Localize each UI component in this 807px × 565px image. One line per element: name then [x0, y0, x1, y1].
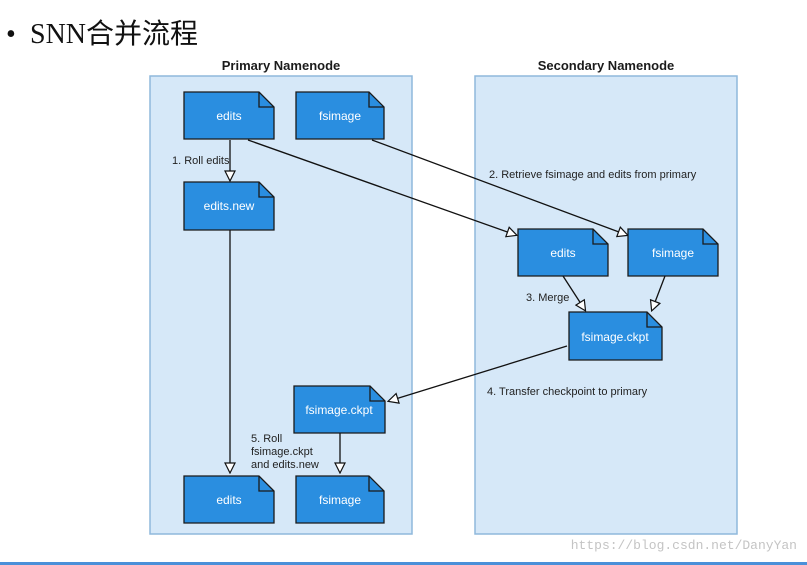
step1-label: 1. Roll edits: [172, 155, 230, 167]
arrow-merge-fsimage: [652, 275, 666, 310]
step5-label-line1: 5. Roll: [251, 433, 282, 445]
arrow-merge-edits: [562, 275, 585, 310]
slide-title-text: SNN合并流程: [30, 19, 199, 50]
arrow-retrieve-edits: [247, 139, 516, 235]
primary-ckpt-doc: fsimage.ckpt: [293, 385, 386, 434]
slide-title: • SNN合并流程: [6, 12, 198, 52]
primary-ckpt-label: fsimage.ckpt: [305, 403, 373, 417]
secondary-fsimage-doc: fsimage: [627, 228, 719, 277]
step5-label-line3: and edits.new: [251, 459, 319, 471]
primary-fsimage-label: fsimage: [319, 109, 361, 123]
secondary-namenode-title: Secondary Namenode: [537, 58, 675, 73]
secondary-fsimage-label: fsimage: [652, 246, 694, 260]
secondary-ckpt-label: fsimage.ckpt: [581, 330, 649, 344]
arrow-transfer-checkpoint: [389, 345, 568, 401]
bottom-divider: [0, 562, 807, 565]
primary-edits-label: edits: [216, 109, 241, 123]
primary-edits-doc: edits: [183, 91, 275, 140]
final-edits-label: edits: [216, 493, 241, 507]
primary-edits-new-label: edits.new: [204, 199, 255, 213]
primary-fsimage-doc: fsimage: [295, 91, 385, 140]
watermark-url: https://blog.csdn.net/DanyYan: [570, 538, 797, 553]
step3-label: 3. Merge: [526, 292, 569, 304]
final-edits-doc: edits: [183, 475, 275, 524]
primary-namenode-title: Primary Namenode: [221, 58, 341, 73]
step2-label: 2. Retrieve fsimage and edits from prima…: [489, 169, 697, 181]
step4-label: 4. Transfer checkpoint to primary: [487, 386, 648, 398]
title-bullet: •: [6, 19, 16, 50]
primary-edits-new-doc: edits.new: [183, 181, 275, 231]
final-fsimage-label: fsimage: [319, 493, 361, 507]
step5-label-line2: fsimage.ckpt: [251, 446, 313, 458]
secondary-ckpt-doc: fsimage.ckpt: [568, 311, 663, 361]
secondary-namenode-panel: [474, 75, 738, 535]
secondary-edits-label: edits: [550, 246, 575, 260]
final-fsimage-doc: fsimage: [295, 475, 385, 524]
secondary-edits-doc: edits: [517, 228, 609, 277]
arrow-retrieve-fsimage: [371, 139, 627, 235]
